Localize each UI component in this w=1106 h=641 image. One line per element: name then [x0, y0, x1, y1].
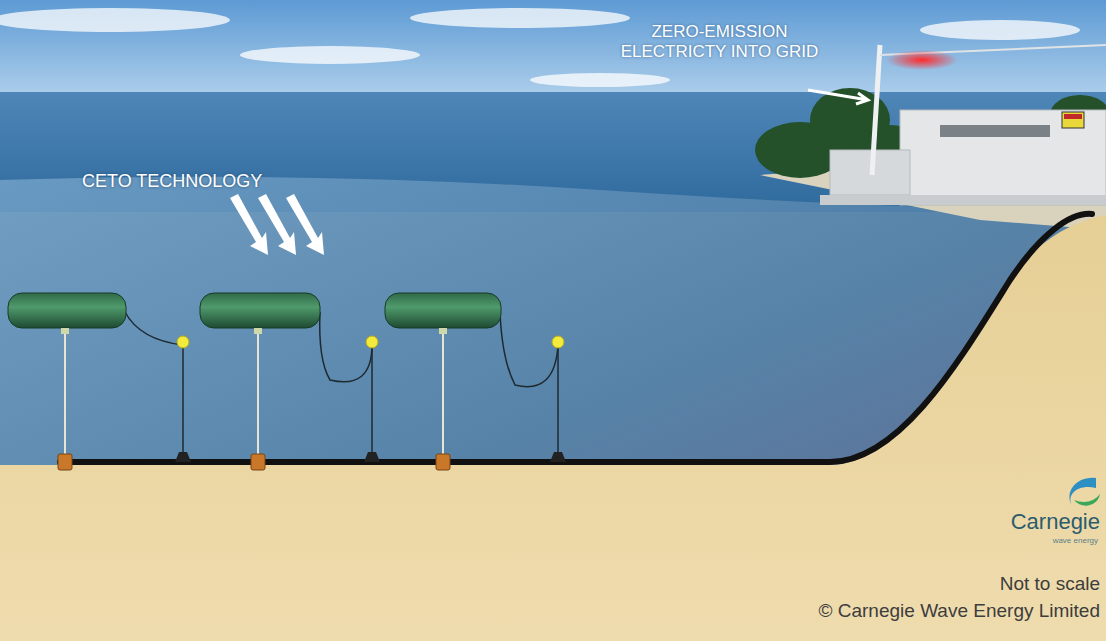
hoses	[125, 312, 558, 455]
power-pole	[872, 45, 880, 175]
wave-arrows	[230, 194, 324, 255]
brand-tagline: wave energy	[1053, 536, 1098, 545]
hose-bases	[175, 452, 566, 462]
technology-label: CETO TECHNOLOGY	[82, 171, 262, 192]
logo-icon	[1069, 478, 1100, 506]
power-building	[820, 110, 1106, 205]
seabed	[0, 215, 1106, 641]
brand-name: Carnegie	[1011, 509, 1100, 534]
red-light	[886, 50, 958, 70]
grid-arrow	[808, 90, 868, 104]
ceto-buoys	[8, 293, 501, 328]
floats	[177, 336, 564, 348]
anchors	[58, 454, 450, 470]
grid-label: ZERO-EMISSION ELECTRICTY INTO GRID	[612, 22, 827, 61]
seabed-pipeline	[60, 214, 1092, 462]
tethers	[65, 327, 443, 458]
buoy-connectors	[61, 328, 447, 334]
scale-note: Not to scale	[1000, 573, 1100, 595]
underwater	[0, 177, 1106, 641]
copyright-note: © Carnegie Wave Energy Limited	[818, 600, 1100, 622]
